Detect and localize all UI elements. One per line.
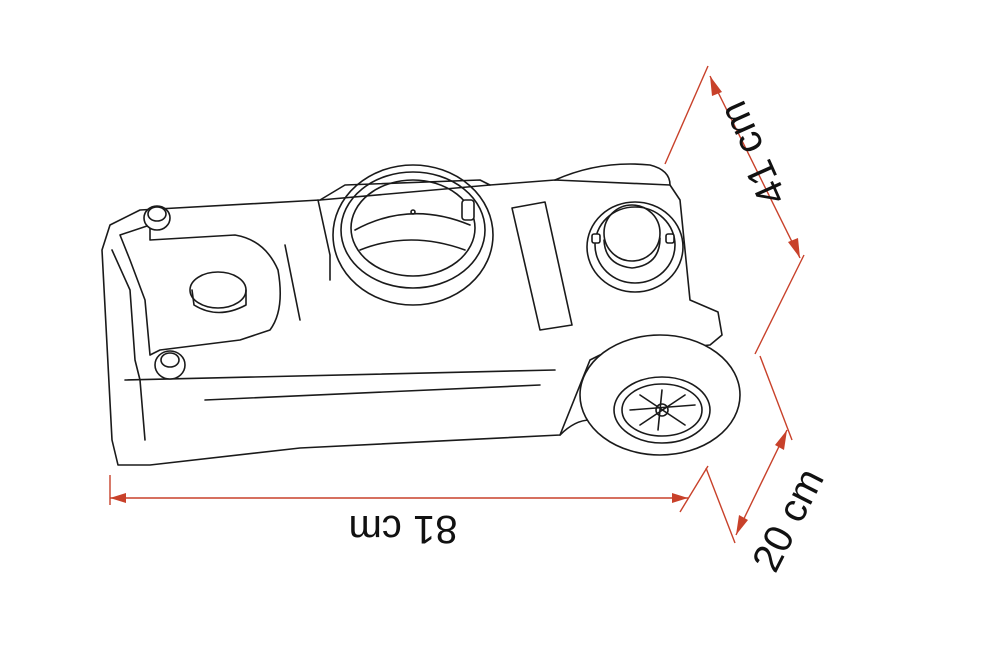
vent-valve-bottom-icon <box>154 350 186 380</box>
wheel-icon <box>559 334 741 456</box>
vent-valve-top-icon <box>143 205 171 231</box>
length-label: 81 cm <box>349 507 458 551</box>
waste-tank-drawing <box>101 163 741 466</box>
width-label: 41 cm <box>711 95 796 212</box>
height-label: 20 cm <box>744 462 833 579</box>
dimension-lines <box>109 65 805 544</box>
